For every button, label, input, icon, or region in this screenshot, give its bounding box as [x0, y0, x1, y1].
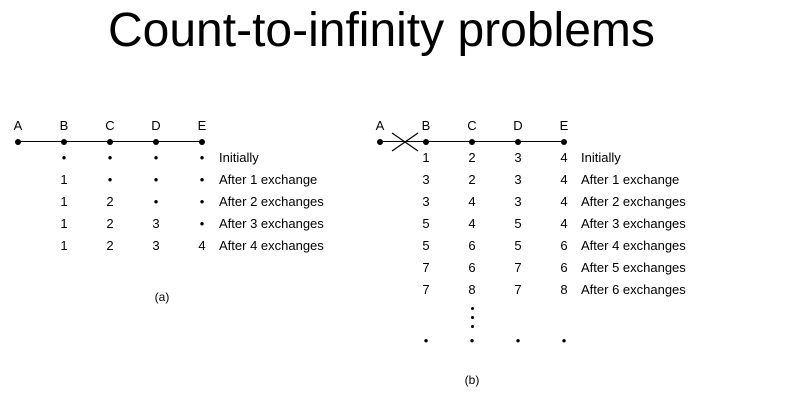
- node-dot-d: [515, 139, 521, 145]
- cell: •: [515, 333, 521, 348]
- cell: •: [153, 194, 159, 209]
- cell: •: [107, 150, 113, 165]
- node-dot-a: [15, 139, 21, 145]
- cell: 6: [560, 260, 568, 275]
- cell: 4: [560, 216, 568, 231]
- node-label-a: A: [375, 118, 385, 133]
- node-label-e: E: [197, 118, 207, 133]
- row-label: After 3 exchanges: [219, 216, 324, 231]
- cell: 5: [422, 216, 430, 231]
- node-dot-b: [61, 139, 67, 145]
- cell: 4: [198, 238, 206, 253]
- node-dot-e: [561, 139, 567, 145]
- cell: 5: [514, 216, 522, 231]
- cell: •: [61, 150, 67, 165]
- node-dot-c: [469, 139, 475, 145]
- cell: 1: [60, 238, 68, 253]
- node-dot-b: [423, 139, 429, 145]
- row-label: Initially: [219, 150, 259, 165]
- node-label-b: B: [421, 118, 431, 133]
- cell: 2: [106, 238, 114, 253]
- cell: 3: [152, 216, 160, 231]
- cell: 1: [60, 216, 68, 231]
- cell: 3: [514, 172, 522, 187]
- cell: 3: [514, 150, 522, 165]
- node-label-c: C: [467, 118, 477, 133]
- row-label: After 2 exchanges: [219, 194, 324, 209]
- cell: 3: [152, 238, 160, 253]
- broken-link-x-icon: [391, 132, 419, 152]
- cell: 7: [422, 282, 430, 297]
- cell: 2: [468, 150, 476, 165]
- node-label-b: B: [59, 118, 69, 133]
- cell: 2: [468, 172, 476, 187]
- caption-a: (a): [154, 290, 170, 304]
- cell: 4: [468, 194, 476, 209]
- cell: 4: [468, 216, 476, 231]
- cell: 7: [422, 260, 430, 275]
- cell: 2: [106, 194, 114, 209]
- cell: 4: [560, 150, 568, 165]
- page-title: Count-to-infinity problems: [108, 4, 655, 57]
- cell: 1: [60, 194, 68, 209]
- node-label-e: E: [559, 118, 569, 133]
- cell: 1: [60, 172, 68, 187]
- cell: 6: [468, 238, 476, 253]
- cell: 8: [560, 282, 568, 297]
- cell: •: [469, 333, 475, 348]
- cell: •: [561, 333, 567, 348]
- node-dot-e: [199, 139, 205, 145]
- cell: 7: [514, 260, 522, 275]
- cell: •: [107, 172, 113, 187]
- cell: 8: [468, 282, 476, 297]
- row-label: After 4 exchanges: [219, 238, 324, 253]
- cell: 3: [422, 194, 430, 209]
- node-label-c: C: [105, 118, 115, 133]
- cell: •: [199, 150, 205, 165]
- row-label: After 1 exchange: [581, 172, 680, 187]
- cell: 6: [468, 260, 476, 275]
- row-label: After 6 exchanges: [581, 282, 686, 297]
- node-label-a: A: [13, 118, 23, 133]
- cell: •: [423, 333, 429, 348]
- cell: 3: [514, 194, 522, 209]
- cell: 6: [560, 238, 568, 253]
- cell: •: [153, 150, 159, 165]
- node-dot-a: [377, 139, 383, 145]
- row-label: After 2 exchanges: [581, 194, 686, 209]
- node-label-d: D: [513, 118, 523, 133]
- row-label: Initially: [581, 150, 621, 165]
- cell: •: [199, 216, 205, 231]
- cell: •: [153, 172, 159, 187]
- cell: 3: [422, 172, 430, 187]
- cell: 2: [106, 216, 114, 231]
- cell: 5: [514, 238, 522, 253]
- cell: •: [199, 172, 205, 187]
- cell: 4: [560, 194, 568, 209]
- node-label-d: D: [151, 118, 161, 133]
- cell: 1: [422, 150, 430, 165]
- row-label: After 3 exchanges: [581, 216, 686, 231]
- row-label: After 5 exchanges: [581, 260, 686, 275]
- row-label: After 1 exchange: [219, 172, 318, 187]
- cell: 5: [422, 238, 430, 253]
- caption-b: (b): [464, 373, 480, 387]
- node-dot-c: [107, 139, 113, 145]
- cell: 4: [560, 172, 568, 187]
- cell: 7: [514, 282, 522, 297]
- cell: •: [199, 194, 205, 209]
- row-label: After 4 exchanges: [581, 238, 686, 253]
- node-dot-d: [153, 139, 159, 145]
